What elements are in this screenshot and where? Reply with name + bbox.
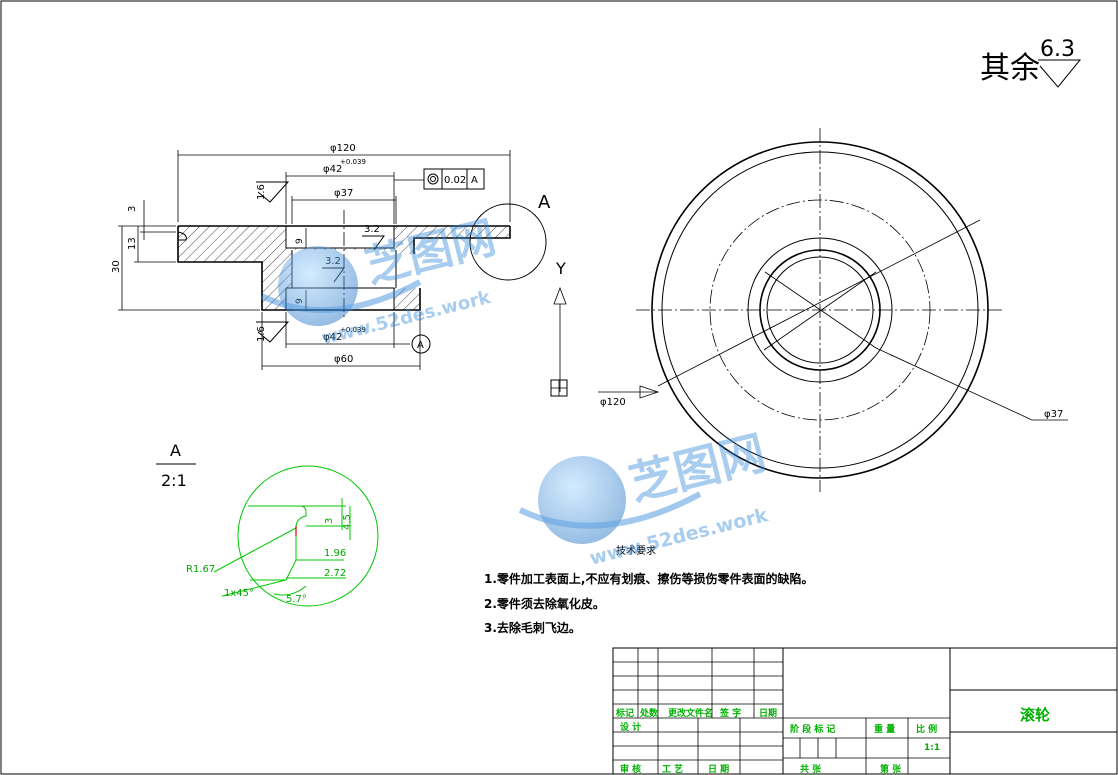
- detail-view: A 2:1 3 4.5 1.96 2.72 R1.67 1x45° 5.7°: [156, 441, 379, 607]
- general-roughness-value: 6.3: [1040, 37, 1075, 62]
- tb-label-mark: 标记: [615, 707, 634, 719]
- globe-logo-icon-2: [538, 456, 626, 544]
- detail-view-name: A: [170, 441, 181, 460]
- tb-label-total: 共 张: [800, 763, 822, 775]
- dim-recess-diameter: φ42: [323, 164, 342, 175]
- general-roughness-label: 其余: [980, 51, 1040, 86]
- detail-dim-3: 3: [324, 518, 335, 524]
- watermark-brand-1: 芝图网: [360, 212, 500, 293]
- roughness-top: 1.6: [256, 184, 267, 200]
- tb-label-count: 处数: [639, 707, 659, 719]
- tech-req-item-3: 3.去除毛刺飞边。: [484, 620, 581, 635]
- dim-recess-bottom-tolerance: +0.039: [340, 326, 366, 334]
- detail-dim-4-5: 4.5: [342, 514, 353, 530]
- tb-label-design: 设 计: [620, 721, 641, 733]
- tb-label-file: 更改文件名: [668, 707, 713, 719]
- tb-label-sign: 签 字: [719, 707, 741, 719]
- tb-label-process: 工 艺: [662, 763, 683, 775]
- detail-circle: [237, 465, 379, 607]
- tb-scale-value: 1:1: [924, 743, 940, 753]
- datum-mark: A: [417, 340, 424, 351]
- roughness-bore-a: 3.2: [364, 224, 380, 235]
- side-bore-diameter: φ37: [1044, 409, 1063, 420]
- detail-dim-1-96: 1.96: [324, 548, 346, 559]
- side-outer-diameter: φ120: [600, 397, 626, 408]
- dim-flange-height: 13: [127, 237, 138, 250]
- tb-label-sheet: 第 张: [880, 763, 902, 775]
- tb-part-name: 滚轮: [1020, 706, 1050, 724]
- title-block: 标记 处数 更改文件名 签 字 日期 设 计 审 核 工 艺 日 期 阶 段 标…: [612, 647, 1118, 775]
- tb-label-weight: 重 量: [874, 723, 895, 735]
- tb-label-date: 日期: [759, 707, 777, 719]
- dim-total-height: 30: [111, 260, 122, 273]
- tech-req-item-2: 2.零件须去除氧化皮。: [484, 596, 605, 611]
- dim-hub-diameter: φ60: [334, 354, 353, 365]
- tech-req-title: 技术要求: [616, 544, 656, 557]
- detail-dim-angle: 5.7°: [286, 594, 307, 605]
- section-outline: [177, 225, 511, 311]
- dim-recess-bottom-diameter: φ42: [323, 332, 342, 343]
- dim-bore-diameter: φ37: [334, 188, 353, 199]
- globe-logo-icon: [278, 246, 358, 326]
- roughness-bottom: 1.6: [256, 326, 267, 342]
- view-direction-mark: Y: [555, 259, 566, 278]
- detail-dim-2-72: 2.72: [324, 568, 346, 579]
- dim-recess-top-height: 9: [295, 238, 305, 244]
- tb-label-scale: 比 例: [916, 723, 937, 735]
- watermark-2: 芝图网 www.52des.work: [518, 425, 771, 570]
- detail-view-scale: 2:1: [161, 471, 187, 490]
- tech-req-item-1: 1.零件加工表面上,不应有划痕、擦伤等损伤零件表面的缺陷。: [484, 571, 813, 586]
- tolerance-frame: [423, 168, 485, 190]
- tb-label-stage: 阶 段 标 记: [790, 723, 835, 735]
- dim-overall-diameter: φ120: [330, 143, 356, 154]
- general-roughness: 其余 6.3: [980, 37, 1082, 88]
- side-view: φ37 φ120 Y: [550, 128, 1068, 492]
- concentricity-icon: [427, 173, 439, 185]
- tb-label-review: 审 核: [620, 763, 641, 775]
- detail-callout-label: A: [538, 192, 551, 213]
- detail-callout-circle: [469, 203, 547, 281]
- detail-dim-r1-67: R1.67: [186, 564, 215, 575]
- dim-recess-tolerance: +0.039: [340, 158, 366, 166]
- tolerance-value: 0.02: [444, 175, 466, 186]
- technical-requirements: 技术要求 1.零件加工表面上,不应有划痕、擦伤等损伤零件表面的缺陷。 2.零件须…: [484, 544, 813, 635]
- roughness-symbol-icon: [1038, 59, 1082, 88]
- tolerance-datum: A: [471, 175, 478, 186]
- tb-label-date2: 日 期: [708, 763, 729, 775]
- datum-circle-icon: [411, 334, 431, 354]
- detail-dim-chamfer: 1x45°: [224, 588, 254, 599]
- dim-groove-height: 3: [127, 206, 138, 212]
